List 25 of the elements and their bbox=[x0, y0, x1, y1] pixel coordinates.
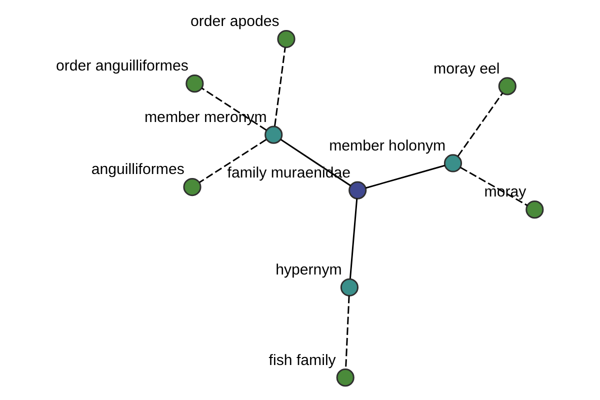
node-label: member holonym bbox=[328, 137, 446, 154]
connector bbox=[274, 47, 286, 126]
connector bbox=[344, 296, 350, 370]
connector bbox=[200, 88, 266, 131]
node-circle bbox=[498, 77, 516, 96]
node-circle bbox=[525, 200, 544, 219]
node-label: moray eel bbox=[433, 60, 500, 78]
node-label: anguilliformes bbox=[90, 161, 184, 178]
connector bbox=[365, 164, 445, 189]
connector bbox=[198, 139, 266, 183]
node-circle bbox=[276, 30, 295, 48]
node-label: order anguilliformes bbox=[55, 58, 188, 75]
node-label: hypernym bbox=[275, 262, 342, 279]
node-circle bbox=[348, 181, 366, 200]
connector bbox=[456, 92, 503, 157]
node-circle bbox=[336, 368, 354, 387]
node-circle bbox=[340, 278, 358, 296]
node-label: fish family bbox=[268, 352, 336, 369]
node-circle bbox=[264, 126, 282, 144]
node-circle bbox=[443, 154, 462, 172]
node-label: member meronym bbox=[144, 108, 266, 126]
connector bbox=[348, 198, 358, 279]
node-circle bbox=[185, 74, 204, 93]
node-label: order apodes bbox=[190, 13, 279, 30]
node-circle bbox=[182, 178, 201, 196]
